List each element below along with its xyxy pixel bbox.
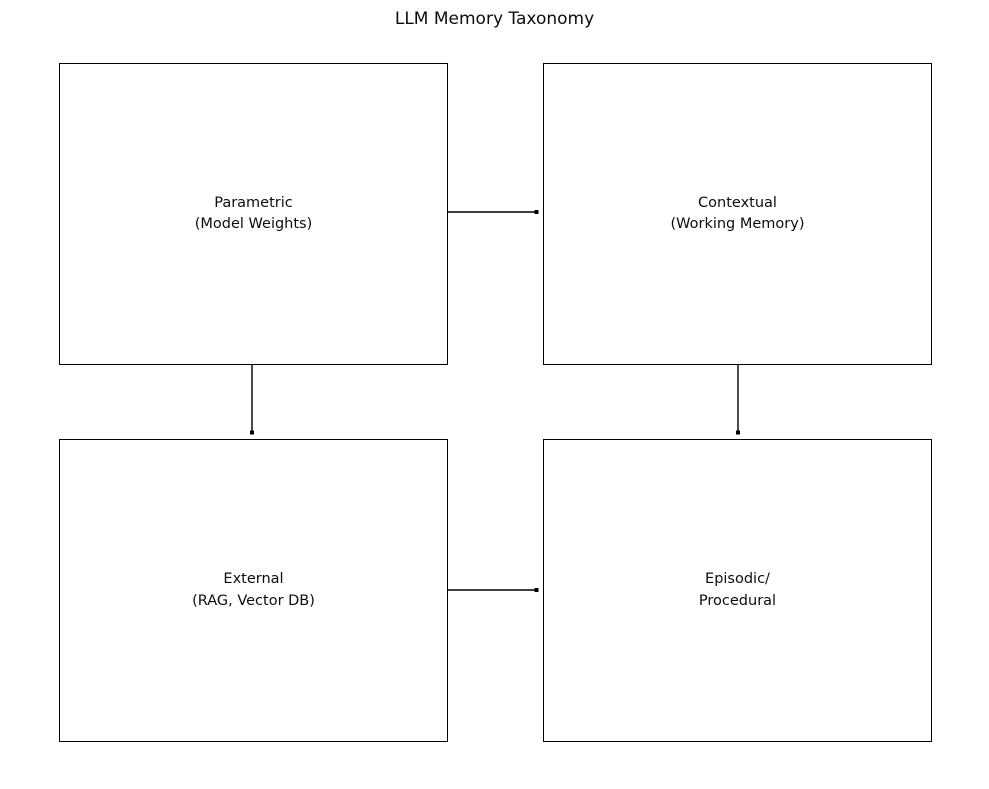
node-parametric: Parametric (Model Weights) — [59, 63, 448, 365]
diagram-title: LLM Memory Taxonomy — [394, 9, 595, 29]
node-external-label: External (RAG, Vector DB) — [192, 571, 315, 609]
node-episodic-procedural: Episodic/ Procedural — [543, 439, 932, 742]
node-episodic-procedural-label: Episodic/ Procedural — [698, 571, 777, 609]
connector-contextual-episodic — [736, 365, 740, 435]
node-parametric-label: Parametric (Model Weights) — [194, 194, 313, 233]
node-external: External (RAG, Vector DB) — [59, 439, 448, 742]
connector-external-episodic — [448, 588, 539, 592]
node-contextual: Contextual (Working Memory) — [543, 63, 932, 365]
node-contextual-label: Contextual (Working Memory) — [670, 194, 805, 233]
connector-parametric-external — [250, 365, 254, 435]
connector-parametric-contextual — [448, 210, 539, 214]
